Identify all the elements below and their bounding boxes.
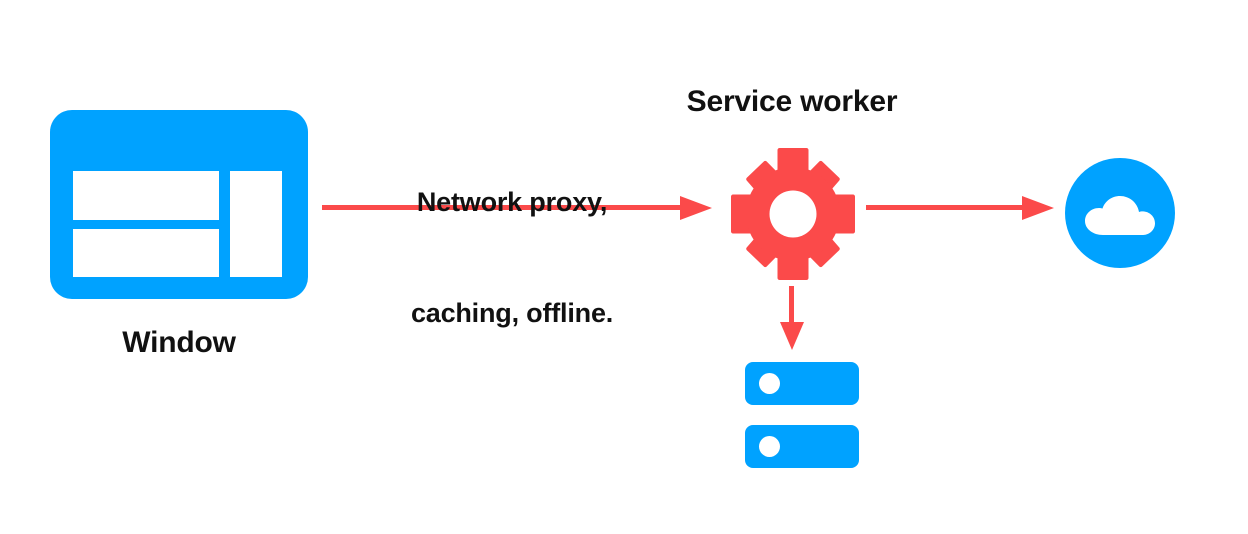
storage-server-icon-top (745, 362, 859, 405)
arrow-service-worker-to-cloud (866, 196, 1056, 220)
storage-node (745, 362, 859, 468)
cloud-node (1065, 158, 1175, 268)
window-pane-sidebar (230, 171, 282, 277)
cloud-glyph-icon (1085, 196, 1155, 235)
window-node (50, 110, 308, 299)
gear-icon (731, 148, 855, 280)
arrow-window-to-service-worker (322, 196, 712, 220)
network-proxy-caption: Network proxy, caching, offline. (362, 110, 662, 406)
service-worker-node (731, 148, 855, 280)
window-pane-bottom (73, 229, 219, 277)
window-label: Window (122, 326, 236, 359)
service-worker-label: Service worker (686, 85, 898, 118)
arrow-shaft (789, 286, 794, 328)
storage-server-icon-bottom (745, 425, 859, 468)
storage-led-icon (759, 373, 780, 394)
storage-led-icon (759, 436, 780, 457)
window-pane-top (73, 171, 219, 220)
caption-line-1: Network proxy, (416, 187, 608, 217)
caption-line-2: caching, offline. (410, 298, 614, 328)
cloud-icon (1065, 158, 1175, 268)
arrow-head-right-icon (1022, 196, 1054, 220)
arrow-service-worker-to-storage (780, 286, 804, 350)
browser-window-icon (50, 110, 308, 299)
arrow-shaft (322, 205, 688, 210)
arrow-head-right-icon (680, 196, 712, 220)
arrow-shaft (866, 205, 1030, 210)
arrow-head-down-icon (780, 322, 804, 350)
